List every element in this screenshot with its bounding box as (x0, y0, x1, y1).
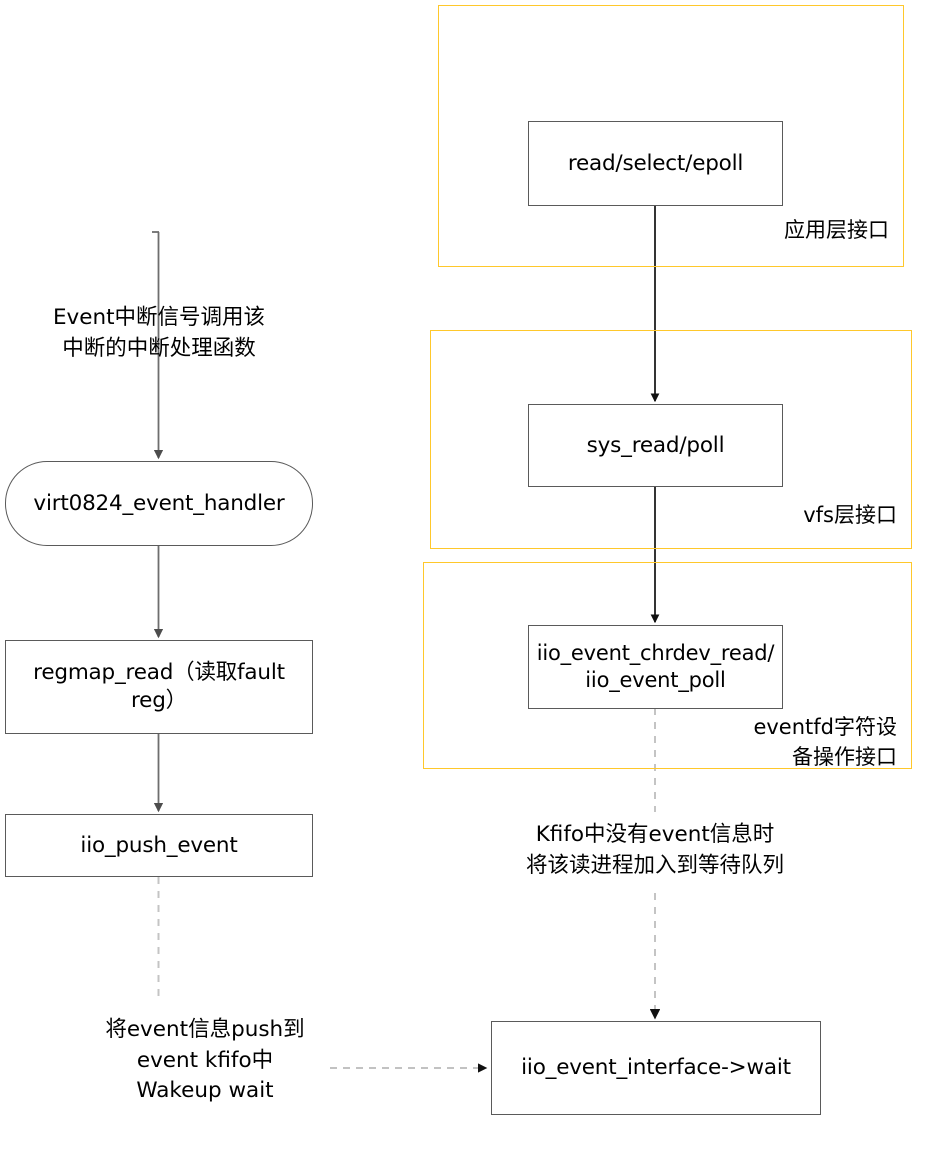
layer-group-vfs (430, 330, 912, 549)
annotation-irq-note: Event中断信号调用该 中断的中断处理函数 (52, 305, 266, 361)
node-iio-event-interface-wait[interactable]: iio_event_interface->wait (491, 1021, 821, 1115)
node-read-select-epoll[interactable]: read/select/epoll (528, 121, 783, 206)
layer-group-app-label: 应用层接口 (784, 218, 889, 242)
node-iio-event-chrdev-read[interactable]: iio_event_chrdev_read/ iio_event_poll (528, 625, 783, 709)
layer-group-vfs-label: vfs层接口 (803, 503, 897, 527)
node-sys-read-poll[interactable]: sys_read/poll (528, 404, 783, 487)
node-virt0824-event-handler[interactable]: virt0824_event_handler (5, 461, 313, 546)
annotation-push-note: 将event信息push到 event kfifo中 Wakeup wait (105, 1017, 305, 1104)
layer-group-app (438, 5, 904, 267)
layer-group-chrdev-label: eventfd字符设 备操作接口 (753, 715, 897, 770)
annotation-kfifo-note: Kfifo中没有event信息时 将该读进程加入到等待队列 (525, 822, 784, 878)
node-iio-push-event[interactable]: iio_push_event (5, 814, 313, 877)
layer-group-chrdev (423, 562, 912, 769)
node-regmap-read[interactable]: regmap_read（读取fault reg） (5, 640, 313, 734)
